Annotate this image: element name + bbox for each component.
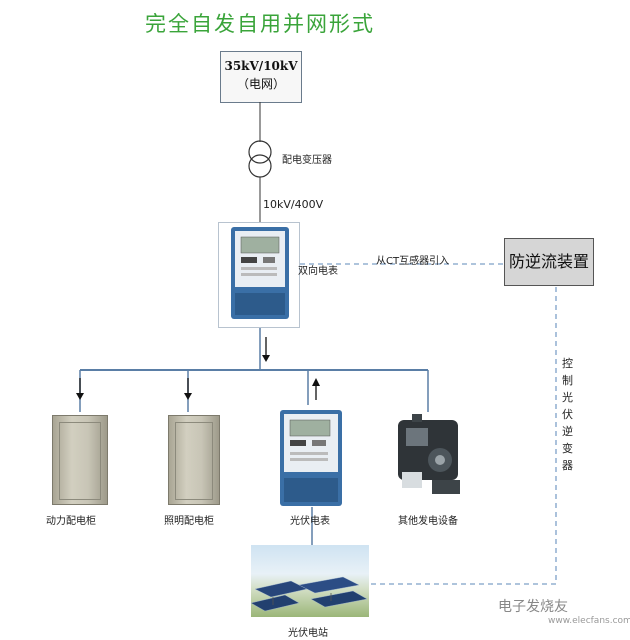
lighting-cabinet-image: [168, 415, 220, 505]
pv-station-label: 光伏电站: [288, 628, 328, 639]
transformer-label: 配电变压器: [282, 155, 332, 166]
voltage-label: 10kV/400V: [263, 198, 324, 211]
load1-label: 动力配电柜: [46, 516, 96, 527]
bidir-meter-label: 双向电表: [298, 266, 338, 277]
load2-down-arrow-icon: [184, 393, 192, 400]
control-signal-line: [370, 287, 557, 585]
anti-backflow-device: 防逆流装置: [504, 238, 594, 286]
pv-station-image: [251, 545, 369, 617]
load1-down-arrow-icon: [76, 393, 84, 400]
watermark-logo: 电子发烧友: [498, 599, 568, 615]
load4-label: 其他发电设备: [398, 516, 458, 527]
down-arrow-icon: [262, 355, 270, 362]
transformer-coil-icon: [248, 154, 272, 178]
ct-label: 从CT互感器引入: [376, 256, 450, 267]
diagram-title: 完全自发自用并网形式: [145, 12, 375, 36]
grid-voltage-label: 35kV/10kV: [224, 59, 298, 73]
watermark-url: www.elecfans.com: [548, 616, 630, 626]
load3-label: 光伏电表: [290, 516, 330, 527]
other-generator-image: [392, 410, 470, 502]
grid-source-box: 35kV/10kV （电网）: [220, 51, 302, 103]
grid-name-label: （电网）: [236, 77, 285, 91]
bidirectional-meter-image: [218, 222, 300, 328]
control-inverter-label: 控制光伏逆变器: [562, 357, 573, 472]
pv-meter-image: [276, 408, 346, 508]
power-cabinet-image: [52, 415, 108, 505]
pv-up-arrow-icon: [312, 378, 320, 386]
load2-label: 照明配电柜: [164, 516, 214, 527]
transformer-icon: [248, 140, 272, 164]
